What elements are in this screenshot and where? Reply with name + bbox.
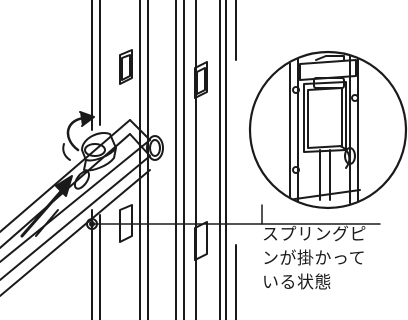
- leader-line: [86, 204, 381, 230]
- callout-line-1: スプリングピ: [262, 225, 367, 245]
- callout-line-3: いる状態: [262, 273, 332, 293]
- callout-label: スプリングピ ンが掛かって いる状態: [262, 223, 402, 295]
- detail-zoom-circle: [248, 50, 408, 210]
- shelf-uprights: [91, 0, 237, 320]
- push-arrow-icon: [20, 175, 73, 238]
- detail-spring-pin: [287, 53, 361, 207]
- spring-pin-knob: [73, 132, 117, 190]
- upright-holes: [146, 135, 164, 161]
- rotate-arrow-icon: [62, 111, 95, 161]
- callout-line-2: ンが掛かって: [262, 249, 367, 269]
